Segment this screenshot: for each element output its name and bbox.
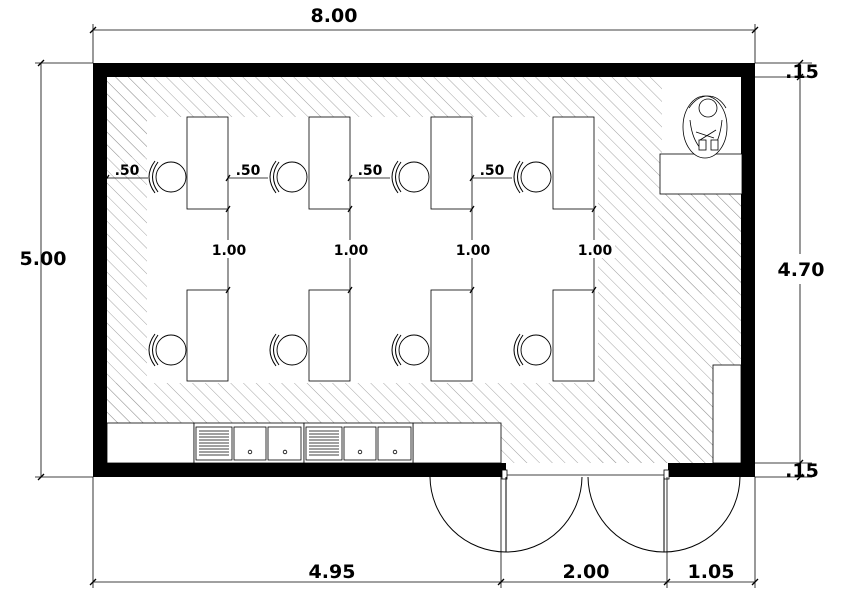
- dim-total-width: 8.00: [311, 5, 358, 27]
- student-station-r2c4: [513, 289, 595, 382]
- student-station-r1c2: [269, 116, 351, 210]
- sink-unit-1: [195, 426, 302, 461]
- gap-label-2: .50: [358, 163, 383, 179]
- hatched-floor: [107, 77, 741, 463]
- dim-inner-height: 4.70: [778, 259, 825, 281]
- double-door: [429, 476, 741, 553]
- dim-wall-top: .15: [785, 61, 819, 83]
- bottom-counter: [106, 422, 502, 464]
- dim-bottom-right: 1.05: [688, 561, 735, 583]
- walls: [93, 63, 755, 480]
- dim-door-opening: 2.00: [563, 561, 610, 583]
- student-station-r2c1: [148, 289, 229, 382]
- row-gap-label-4: 1.00: [578, 243, 613, 259]
- gap-label-wall: .50: [115, 163, 140, 179]
- dim-bottom-left: 4.95: [309, 561, 356, 583]
- student-station-r1c1: [148, 116, 229, 210]
- dimension-ticks: [37, 26, 804, 586]
- teacher-desk: [659, 153, 743, 195]
- student-station-r1c4: [513, 116, 595, 210]
- side-cabinet: [712, 364, 742, 464]
- gap-label-3: .50: [480, 163, 505, 179]
- gap-label-1: .50: [236, 163, 261, 179]
- student-station-r1c3: [391, 116, 473, 210]
- desk-spacing-ticks: [104, 174, 597, 294]
- row-gap-label-2: 1.00: [334, 243, 369, 259]
- student-station-r2c3: [391, 289, 473, 382]
- dim-wall-bottom: .15: [785, 460, 819, 482]
- row-gap-label-3: 1.00: [456, 243, 491, 259]
- teacher-figure: [682, 95, 728, 159]
- dim-total-height: 5.00: [20, 248, 67, 270]
- sink-unit-2: [305, 426, 412, 461]
- dimension-lines: [35, 24, 812, 588]
- row-gap-label-1: 1.00: [212, 243, 247, 259]
- student-station-r2c2: [269, 289, 351, 382]
